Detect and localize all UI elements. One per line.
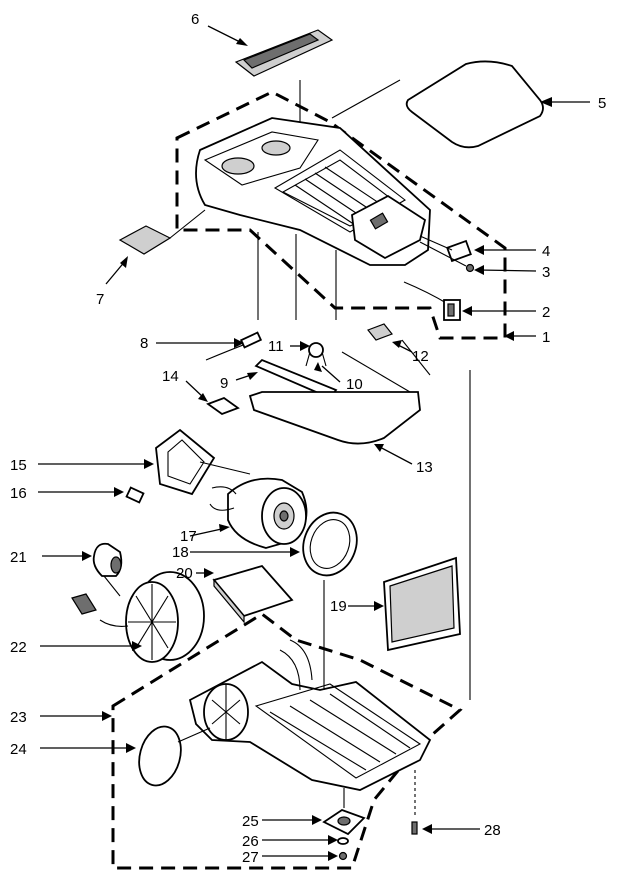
part-13-tray bbox=[248, 339, 431, 445]
part-7-filter-pad bbox=[118, 209, 206, 255]
part-3-screw bbox=[465, 263, 475, 273]
part-18-ring-gasket bbox=[302, 511, 358, 577]
part-16-carbon-brush bbox=[125, 486, 145, 504]
label-part-19: 19 bbox=[330, 598, 347, 615]
label-part-14: 14 bbox=[162, 368, 179, 385]
label-part-17: 17 bbox=[180, 528, 197, 545]
label-part-20: 20 bbox=[176, 565, 193, 582]
label-part-6: 6 bbox=[191, 11, 199, 28]
label-part-23: 23 bbox=[10, 709, 27, 726]
label-part-3: 3 bbox=[542, 264, 550, 281]
part-17-motor bbox=[199, 461, 308, 549]
label-part-26: 26 bbox=[242, 833, 259, 850]
label-part-2: 2 bbox=[542, 304, 550, 321]
label-part-7: 7 bbox=[96, 291, 104, 308]
label-part-16: 16 bbox=[10, 485, 27, 502]
label-part-15: 15 bbox=[10, 457, 27, 474]
label-part-21: 21 bbox=[10, 549, 27, 566]
label-part-18: 18 bbox=[172, 544, 189, 561]
label-part-9: 9 bbox=[220, 375, 228, 392]
part-24-wheel-cap bbox=[138, 725, 211, 787]
part-19-exhaust-filter bbox=[383, 556, 461, 652]
arrowheads bbox=[82, 38, 552, 861]
label-part-25: 25 bbox=[242, 813, 259, 830]
label-part-27: 27 bbox=[242, 849, 259, 866]
label-part-10: 10 bbox=[346, 376, 363, 393]
part-25-caster bbox=[322, 808, 366, 836]
label-part-11: 11 bbox=[268, 338, 284, 355]
label-part-12: 12 bbox=[412, 348, 429, 365]
part-6-handle-cover bbox=[234, 29, 334, 77]
part-15-motor-gasket bbox=[155, 428, 216, 496]
part-14-pad bbox=[206, 396, 240, 416]
part-12-bracket bbox=[367, 323, 393, 341]
part-2-cord-switch bbox=[403, 281, 461, 321]
label-part-28: 28 bbox=[484, 822, 501, 839]
part-8-wire bbox=[205, 331, 263, 361]
part-21-bushing bbox=[92, 542, 123, 577]
part-5-top-lid bbox=[405, 60, 544, 149]
part-4-switch bbox=[446, 239, 472, 263]
label-part-8: 8 bbox=[140, 335, 148, 352]
part-27-screw bbox=[338, 851, 348, 861]
part-9-bar bbox=[254, 358, 338, 400]
label-part-4: 4 bbox=[542, 243, 550, 260]
label-part-1: 1 bbox=[542, 329, 550, 346]
part-10-clip bbox=[305, 342, 327, 367]
part-22-cord-reel bbox=[71, 571, 205, 663]
part-28-screw bbox=[411, 821, 418, 835]
label-part-24: 24 bbox=[10, 741, 27, 758]
part-20-pad bbox=[212, 564, 294, 624]
base-housing bbox=[188, 639, 432, 791]
label-part-5: 5 bbox=[598, 95, 606, 112]
label-part-13: 13 bbox=[416, 459, 433, 476]
upper-housing bbox=[195, 117, 431, 320]
upper-housing-assembly-outline bbox=[175, 90, 507, 340]
part-26-washer bbox=[337, 837, 349, 845]
base-assembly-outline bbox=[111, 612, 463, 870]
label-part-22: 22 bbox=[10, 639, 27, 656]
